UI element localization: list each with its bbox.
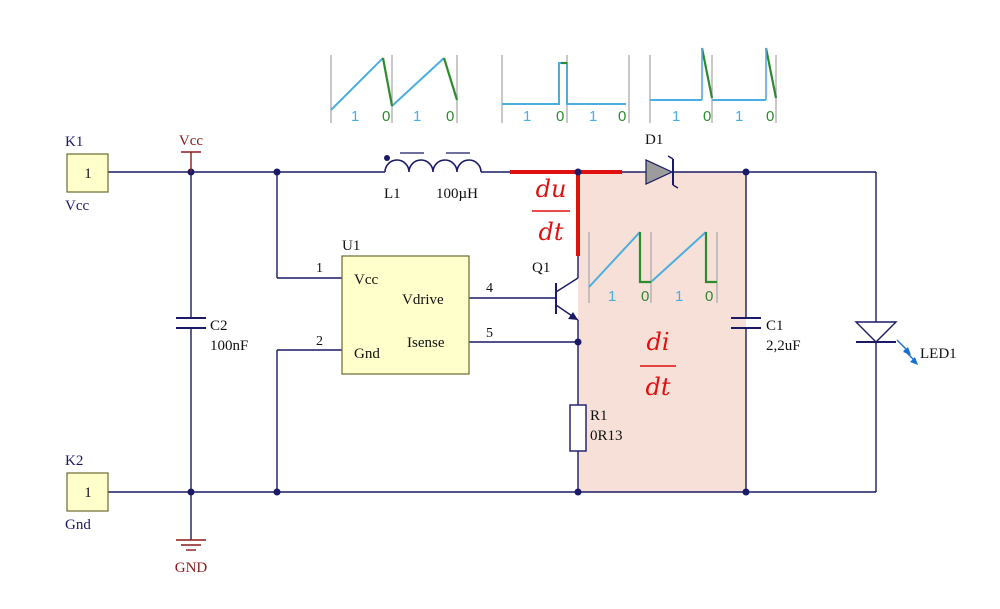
gnd-symbol: GND (175, 539, 208, 576)
w1-state-2: 1 (413, 108, 421, 125)
di-dt-denominator: dt (645, 373, 670, 401)
junction-nodes (187, 168, 750, 496)
capacitor-c2: C2 100nF (176, 317, 248, 354)
u1-pin5-number: 5 (486, 326, 493, 341)
w3-state-1: 0 (703, 108, 711, 125)
u1-gnd-pin-name: Gnd (354, 346, 380, 362)
w1-state-3: 0 (446, 108, 454, 125)
di-dt-numerator: di (646, 328, 669, 356)
u1-pin2-number: 2 (316, 334, 323, 349)
led-led1: LED1 (854, 321, 957, 365)
w3-state-2: 1 (735, 108, 743, 125)
du-dt-highlight (510, 170, 622, 256)
waveform-diode-current: 1 0 1 0 (649, 47, 778, 125)
k1-net-label: Vcc (65, 198, 89, 214)
u1-vdrive-pin-name: Vdrive (402, 292, 444, 308)
di-dt-annotation: di dt (640, 328, 676, 401)
w3-state-3: 0 (766, 108, 774, 125)
w4-state-0: 1 (608, 288, 616, 305)
l1-label: L1 (384, 186, 401, 202)
l1-value: 100µH (436, 186, 478, 202)
w2-state-2: 1 (589, 108, 597, 125)
inductor-l1: L1 100µH (384, 152, 510, 202)
r1-label: R1 (590, 408, 608, 424)
resistor-r1: R1 0R13 (569, 404, 623, 452)
w4-state-1: 0 (641, 288, 649, 305)
vcc-rail-symbol: Vcc (179, 133, 203, 172)
w3-state-0: 1 (672, 108, 680, 125)
k2-net-label: Gnd (65, 517, 91, 533)
c1-value: 2,2uF (766, 338, 801, 354)
c2-label: C2 (210, 318, 228, 334)
diode-d1: D1 (640, 132, 690, 189)
w2-state-0: 1 (523, 108, 531, 125)
w1-state-0: 1 (351, 108, 359, 125)
du-dt-annotation: du dt (532, 175, 570, 246)
u1-label: U1 (342, 238, 360, 254)
w1-state-1: 0 (382, 108, 390, 125)
waveform-transistor-current: 1 0 1 0 (588, 231, 718, 305)
gnd-label: GND (175, 560, 208, 576)
u1-pin1-number: 1 (316, 261, 323, 276)
w4-state-3: 0 (705, 288, 713, 305)
u1-vcc-pin-name: Vcc (354, 272, 378, 288)
k2-pin-label: 1 (84, 485, 92, 501)
di-dt-shaded-region (578, 172, 746, 492)
ic-u1: U1 Vcc Gnd Vdrive Isense 1 2 4 5 (316, 238, 493, 375)
q1-label: Q1 (532, 260, 550, 276)
du-dt-numerator: du (536, 175, 567, 203)
c2-value: 100nF (210, 338, 248, 354)
waveform-inductor-current: 1 0 1 0 (330, 55, 459, 125)
capacitor-c1: C1 2,2uF (731, 317, 801, 354)
waveform-switch-voltage: 1 0 1 0 (501, 55, 630, 125)
w4-state-2: 1 (675, 288, 683, 305)
du-dt-denominator: dt (538, 218, 563, 246)
w2-state-3: 0 (618, 108, 626, 125)
led1-label: LED1 (920, 346, 957, 362)
u1-pin4-number: 4 (486, 281, 493, 296)
wires (108, 171, 877, 540)
k1-label: K1 (65, 134, 83, 150)
k1-pin-label: 1 (84, 166, 92, 182)
r1-value: 0R13 (590, 428, 623, 444)
w2-state-1: 0 (556, 108, 564, 125)
connector-k1: 1 K1 Vcc (65, 134, 109, 214)
connector-k2: 1 K2 Gnd (65, 453, 109, 533)
u1-isense-pin-name: Isense (407, 335, 445, 351)
c1-label: C1 (766, 318, 784, 334)
vcc-rail-label: Vcc (179, 133, 203, 149)
d1-label: D1 (645, 132, 663, 148)
k2-label: K2 (65, 453, 83, 469)
transistor-q1: Q1 (532, 260, 579, 321)
